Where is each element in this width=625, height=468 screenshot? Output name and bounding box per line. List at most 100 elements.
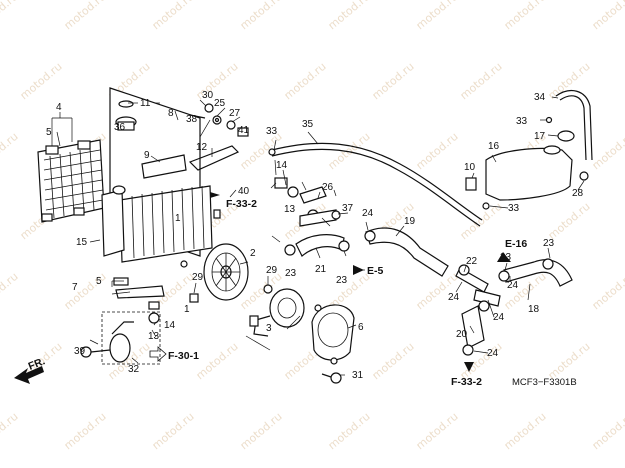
callout-13-2: 13 [148,331,160,342]
callout-20: 20 [456,329,468,340]
watermark-text: motod.ru [238,410,285,452]
callout-33-3: 33 [508,203,520,214]
watermark-text: motod.ru [0,0,21,32]
mount-parts-left [113,260,273,324]
direction-label: FR. [27,355,47,372]
diagram-code: MCF3−F3301B [512,377,577,388]
watermark-text: motod.ru [502,410,549,452]
callout-41: 41 [238,125,250,136]
watermark-text: motod.ru [590,410,625,452]
callout-38: 38 [186,114,198,125]
watermark-text: motod.ru [590,130,625,172]
callout-24-2: 24 [448,292,460,303]
right-hoses [455,258,573,356]
watermark-text: motod.ru [0,410,21,452]
callout-17: 17 [534,131,546,142]
leader-lines [51,96,585,376]
watermark-text: motod.ru [62,0,109,32]
callout-numbers: 1123455678910111213131414151617181920212… [46,90,584,381]
lower-hoses [284,227,449,277]
callout-34: 34 [534,92,546,103]
callout-9: 9 [144,150,150,161]
callout-10: 10 [464,162,476,173]
callout-23: 23 [285,268,297,279]
cooling-fan [203,243,249,301]
callout-23-4: 23 [543,238,555,249]
watermark-text: motod.ru [414,0,461,32]
reserve-tank [465,130,589,210]
callout-15: 15 [76,237,88,248]
radiator-bracket [188,145,240,171]
watermark-text: motod.ru [150,0,197,32]
callout-29-2: 29 [266,265,278,276]
watermark-text: motod.ru [150,410,197,452]
ref-e16: E-16 [505,238,527,250]
callout-11: 11 [140,98,151,109]
watermark-text: motod.ru [194,340,241,382]
watermark-text: motod.ru [546,200,593,242]
callout-13: 13 [284,204,296,215]
ref-f30-1: F-30-1 [168,350,199,362]
watermark-text: motod.ru [238,0,285,32]
front-direction-arrow: FR. [14,355,47,384]
callout-37: 37 [342,203,354,214]
callout-3: 3 [266,323,272,334]
callout-24-5: 24 [507,280,519,291]
watermark-text: motod.ru [194,60,241,102]
watermark-text: motod.ru [590,270,625,312]
fan-shroud [311,304,355,365]
watermark-text: motod.ru [326,130,373,172]
watermark-text: motod.ru [326,0,373,32]
callout-22: 22 [466,256,478,267]
ref-f33-2-bottom: F-33-2 [451,376,482,388]
fan-motor [249,288,305,337]
callout-14: 14 [276,160,288,171]
callout-25: 25 [214,98,226,109]
callout-1-2: 1 [184,304,190,315]
ref-e5: E-5 [367,265,384,277]
callout-32: 32 [128,364,140,375]
watermark-text: motod.ru [590,0,625,32]
callout-24-4: 24 [487,348,499,359]
horn [80,311,161,365]
radiator-grille [37,139,105,223]
callout-8: 8 [168,108,174,119]
callout-6: 6 [358,322,364,333]
watermark-text: motod.ru [458,60,505,102]
callout-27: 27 [229,108,241,119]
callout-19: 19 [404,216,416,227]
callout-29: 29 [192,272,204,283]
callout-36: 36 [114,122,126,133]
watermark-text: motod.ru [546,340,593,382]
watermark-text: motod.ru [18,60,65,102]
breather-tube [545,89,593,161]
ref-f33-2-top: F-33-2 [226,198,257,210]
bolt-set-middle [274,177,341,227]
watermark-text: motod.ru [414,410,461,452]
callout-28: 28 [572,188,584,199]
watermark-text: motod.ru [370,340,417,382]
callout-24-3: 24 [493,312,505,323]
watermark-text: motod.ru [370,60,417,102]
section-references: F-33-2 E-5 E-16 F-30-1 F-33-2 [149,192,527,388]
callout-40: 40 [238,186,250,197]
watermark-text: motod.ru [458,200,505,242]
radiator-cap [115,100,137,131]
callout-24: 24 [362,208,374,219]
radiator-shroud [141,154,187,179]
callout-2: 2 [250,248,256,259]
bolt-set-top [189,103,249,137]
callout-31: 31 [352,370,364,381]
watermark-text: motod.ru [326,410,373,452]
callout-14-2: 14 [164,320,176,331]
watermark-text: motod.ru [62,410,109,452]
callout-12: 12 [196,142,208,153]
callout-5-2: 5 [96,276,102,287]
callout-26: 26 [322,182,334,193]
watermark-text: motod.ru [282,60,329,102]
callout-35: 35 [302,119,314,130]
bolt-31 [321,372,342,384]
callout-16: 16 [488,141,500,152]
callout-33: 33 [266,126,278,137]
